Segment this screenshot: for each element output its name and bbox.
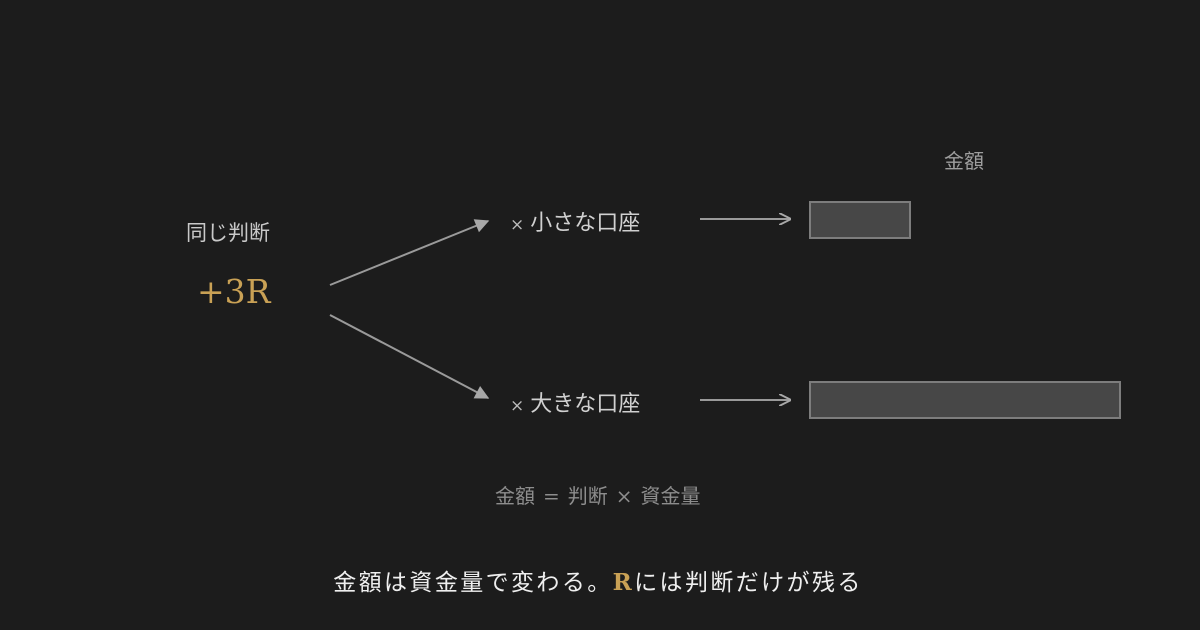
formula-capital: 資金量: [640, 484, 701, 508]
small-amount-bar: [809, 201, 911, 239]
formula-times: ×: [615, 484, 633, 508]
formula-judgment: 判断: [567, 484, 608, 508]
formula-amount: 金額: [495, 484, 535, 508]
r-multiple-value: +3R: [197, 272, 271, 311]
amount-header: 金額: [944, 149, 984, 173]
times-symbol: ×: [510, 215, 525, 235]
times-symbol: ×: [510, 396, 525, 416]
conclusion-part1: 金額は資金量で変わる。: [333, 570, 613, 596]
conclusion-r-accent: R: [612, 569, 635, 596]
conclusion-part2: には判断だけが残る: [634, 570, 863, 596]
conclusion-text: 金額は資金量で変わる。Rには判断だけが残る: [0, 563, 1196, 597]
large-amount-bar: [809, 381, 1121, 419]
branch-arrow-to-small: [329, 219, 490, 286]
formula-equals: =: [543, 484, 560, 508]
small-account-text: 小さな口座: [530, 211, 641, 236]
formula: 金額 = 判断 × 資金量: [495, 480, 701, 509]
large-account-text: 大きな口座: [530, 392, 641, 417]
same-judgment-label: 同じ判断: [186, 221, 270, 245]
large-account-label: ×大きな口座: [510, 386, 640, 418]
branch-arrow-to-large: [329, 314, 490, 399]
small-account-label: ×小さな口座: [510, 205, 640, 237]
